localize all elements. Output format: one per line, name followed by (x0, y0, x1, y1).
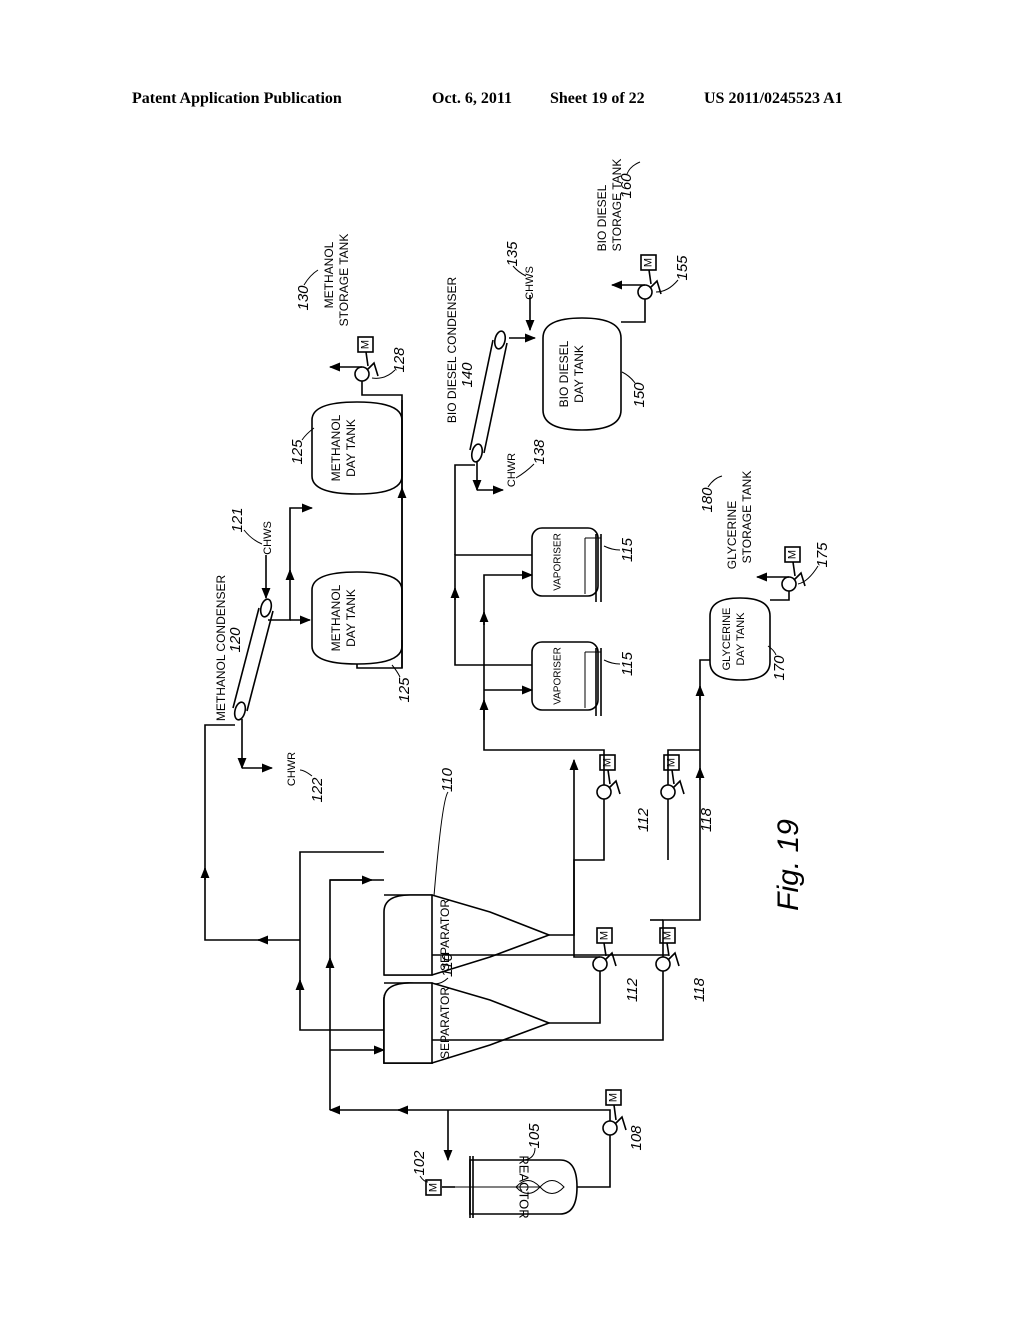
tank-label-line-1: METHANOL (329, 584, 343, 651)
vaporiser-1: VAPORISER (531, 641, 602, 716)
pump-128: M (354, 336, 379, 382)
vaporiser-label: VAPORISER (553, 647, 564, 705)
pump-155: M (637, 254, 662, 300)
vaporiser-2: VAPORISER (531, 527, 602, 602)
motor-label: M (427, 1183, 439, 1192)
ref-105: 105 (526, 1123, 543, 1149)
ref-110: 110 (439, 952, 456, 977)
chws-label: CHWS (262, 521, 274, 555)
ref-130: 130 (295, 285, 312, 311)
separator-label: SEPARATOR (438, 899, 452, 971)
figure-label: Fig. 19 (772, 819, 805, 911)
ref-102: 102 (411, 1150, 428, 1176)
ref-121: 121 (229, 507, 246, 532)
pump-118-b: M (660, 754, 685, 800)
separator-2: SEPARATOR (383, 894, 552, 976)
stream-labels: CHWR CHWS CHWR CHWS METHANOL STORAGE TAN… (262, 159, 754, 786)
ref-108: 108 (628, 1125, 645, 1151)
ref-115: 115 (619, 651, 636, 676)
ref-110: 110 (439, 767, 456, 792)
pump-108: M (602, 1089, 627, 1136)
ref-118: 118 (698, 807, 715, 832)
separator-1: SEPARATOR (383, 982, 552, 1064)
ref-112: 112 (635, 807, 652, 832)
biodiesel-day-tank-150: BIO DIESEL DAY TANK (542, 317, 622, 431)
tank-label-line-2: DAY TANK (572, 345, 586, 403)
ref-138: 138 (531, 439, 548, 465)
methanol-day-tank-1: METHANOL DAY TANK (311, 571, 403, 665)
separator-label: SEPARATOR (438, 987, 452, 1059)
tank-label-line-1: BIO DIESEL (557, 340, 571, 407)
ref-128: 128 (391, 347, 408, 373)
reactor-105: REACTOR (455, 1155, 578, 1219)
methanol-storage-label-1: METHANOL (322, 241, 336, 308)
ref-150: 150 (631, 382, 648, 408)
glycerine-storage-label-1: GLYCERINE (725, 501, 739, 569)
biodiesel-condenser-140: BIO DIESEL CONDENSER (445, 277, 508, 463)
ref-112: 112 (624, 977, 641, 1002)
vaporiser-label: VAPORISER (553, 533, 564, 591)
tank-label-line-1: GLYCERINE (721, 608, 733, 671)
glycerine-day-tank-170: GLYCERINE DAY TANK (709, 597, 771, 681)
motor-label: M (642, 258, 654, 267)
reactor-label: REACTOR (517, 1155, 532, 1218)
sheet-number: Sheet 19 of 22 (550, 90, 645, 107)
motor-label: M (359, 340, 371, 349)
ref-135: 135 (504, 241, 521, 267)
ref-118: 118 (691, 977, 708, 1002)
pump-112-a: M (592, 927, 617, 972)
tank-label-line-2: DAY TANK (344, 419, 358, 477)
page-header: Patent Application Publication Oct. 6, 2… (0, 90, 1024, 114)
motor-label: M (786, 550, 798, 559)
motor-label: M (601, 758, 613, 767)
ref-160: 160 (618, 173, 635, 199)
chwr-label: CHWR (286, 752, 298, 786)
reference-numerals: 102 105 108 110 110 112 118 112 118 115 … (227, 161, 831, 1183)
ref-122: 122 (309, 777, 326, 803)
motor-label: M (661, 931, 673, 940)
motor-label: M (598, 931, 610, 940)
pump-175: M (781, 546, 806, 592)
ref-120: 120 (227, 627, 244, 653)
ref-180: 180 (699, 487, 716, 513)
chwr-label: CHWR (506, 453, 518, 487)
methanol-day-tank-2: METHANOL DAY TANK (311, 401, 403, 495)
patent-number: US 2011/0245523 A1 (704, 90, 843, 107)
methanol-storage-label-2: STORAGE TANK (337, 234, 351, 327)
ref-170: 170 (771, 655, 788, 681)
motor-label: M (607, 1093, 619, 1102)
publication-title: Patent Application Publication (132, 90, 342, 107)
reactor-motor-102: M (425, 1179, 455, 1196)
pump-118-a: M (655, 927, 680, 972)
pump-112-b: M (596, 754, 621, 800)
glycerine-storage-label-2: STORAGE TANK (740, 471, 754, 564)
condenser-label: METHANOL CONDENSER (214, 575, 228, 722)
tank-label-line-2: DAY TANK (344, 589, 358, 647)
ref-125: 125 (396, 677, 413, 703)
biodiesel-storage-label-2: STORAGE TANK (610, 159, 624, 252)
condenser-label: BIO DIESEL CONDENSER (445, 277, 459, 424)
ref-175: 175 (814, 542, 831, 568)
process-piping (200, 280, 790, 1188)
chws-label: CHWS (524, 266, 536, 300)
ref-155: 155 (674, 255, 691, 281)
ref-140: 140 (459, 362, 476, 388)
methanol-condenser-120: METHANOL CONDENSER (214, 575, 274, 722)
ref-125: 125 (289, 439, 306, 465)
tank-label-line-1: METHANOL (329, 414, 343, 481)
tank-label-line-2: DAY TANK (735, 612, 747, 666)
ref-115: 115 (619, 537, 636, 562)
publication-date: Oct. 6, 2011 (432, 90, 512, 107)
biodiesel-storage-label-1: BIO DIESEL (595, 184, 609, 251)
motor-label: M (665, 758, 677, 767)
